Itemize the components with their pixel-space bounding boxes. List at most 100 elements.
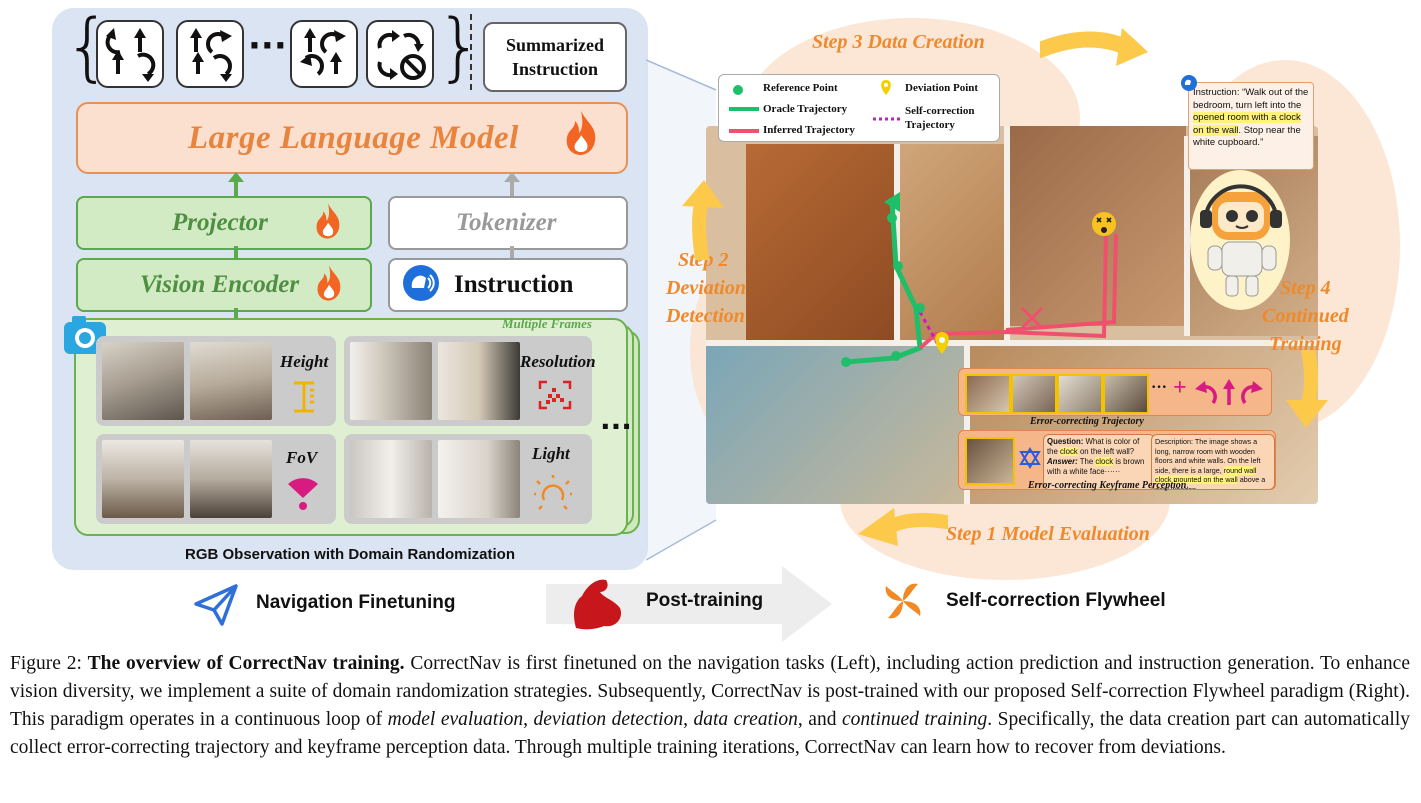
frame-card-resolution: Resolution <box>344 336 596 426</box>
separator-dashed <box>470 14 472 90</box>
muscle-arm-icon <box>574 579 622 630</box>
llm-box: Large Language Model <box>76 102 628 174</box>
frame-thumbnail <box>102 440 184 518</box>
description-text: Description: The image shows a long, nar… <box>1155 437 1261 475</box>
step4-line1: Step 4 <box>1280 277 1331 299</box>
connector-line <box>510 246 514 258</box>
resolution-icon <box>538 380 572 410</box>
answer-text: is brown with a white face······ <box>1047 457 1145 476</box>
step3-label: Step 3 Data Creation <box>812 31 985 53</box>
navigation-finetuning-label: Navigation Finetuning <box>256 592 456 613</box>
answer-highlight: clock <box>1095 457 1114 466</box>
step4-label: Step 4 Continued Training <box>1262 274 1349 358</box>
flywheel-label: Self-correction Flywheel <box>946 590 1166 611</box>
turn-arrows-icon <box>105 28 156 82</box>
step-arrow-icon <box>1040 28 1148 66</box>
post-training-arrow <box>546 566 832 642</box>
summarized-instruction-box: Summarized Instruction <box>483 22 627 92</box>
error-trajectory-strip: ··· + <box>958 368 1272 416</box>
step2-label: Step 2 Deviation Detection <box>666 246 746 330</box>
legend-deviation-point: Deviation Point <box>905 82 979 94</box>
deviation-point-marker <box>935 332 949 354</box>
inferred-line-icon <box>729 129 759 133</box>
description-bubble: Description: The image shows a long, nar… <box>1151 434 1275 490</box>
projector-label: Projector <box>172 209 268 236</box>
frame-thumbnail <box>350 440 432 518</box>
figure-caption: Figure 2: The overview of CorrectNav tra… <box>10 650 1410 762</box>
turn-arrows-icon <box>300 28 346 76</box>
caption-text: , and <box>797 709 842 730</box>
keyframe-thumb <box>1103 374 1149 414</box>
frame-thumbnail <box>190 440 272 518</box>
caption-figure-label: Figure 2: <box>10 653 88 674</box>
oracle-trajectory <box>845 201 923 365</box>
step2-line3: Detection <box>666 305 745 327</box>
paper-plane-icon <box>194 584 238 626</box>
frame-card-fov: FoV <box>96 434 336 524</box>
projector-box: Projector <box>76 196 372 250</box>
zoom-connector <box>646 59 717 561</box>
frame-thumbnail <box>438 342 520 420</box>
legend-self-correction-1: Self-correction <box>905 105 975 117</box>
speaker-icon <box>402 264 440 307</box>
legend-oracle-trajectory: Oracle Trajectory <box>763 103 848 115</box>
connector-line <box>234 246 238 258</box>
frame-card-light: Light <box>344 434 592 524</box>
description-text: above a dark wooden······ <box>1155 475 1266 490</box>
frame-thumbnail <box>350 342 432 420</box>
caption-italic: continued training <box>841 709 988 730</box>
arrow-up-icon <box>228 172 244 196</box>
action-icon-group <box>366 20 434 88</box>
tokenizer-box: Tokenizer <box>388 196 628 250</box>
height-icon <box>294 381 314 413</box>
fire-icon <box>313 263 345 308</box>
instruction-box: Instruction <box>388 258 628 312</box>
fire-icon <box>561 109 601 167</box>
step1-label: Step 1 Model Evaluation <box>946 523 1150 545</box>
caption-title: The overview of CorrectNav training. <box>87 653 405 674</box>
error-trajectory-label: Error-correcting Trajectory <box>1030 416 1144 427</box>
caption-italic: deviation detection <box>533 709 684 730</box>
step4-line3: Training <box>1269 333 1342 355</box>
robot-icon <box>1200 184 1282 297</box>
keyframe-perception-strip: Question: What is color of the clock on … <box>958 430 1276 490</box>
instruction-text-prefix: Instruction: “Walk out of the bedroom, t… <box>1193 87 1309 111</box>
legend-self-correction-2: Trajectory <box>905 119 955 131</box>
keyframe-thumb <box>1057 374 1103 414</box>
fov-icon <box>288 478 318 510</box>
oracle-line-icon <box>729 107 759 111</box>
caption-text: CorrectNav is first finetuned on the nav… <box>10 653 1410 730</box>
right-brace: } <box>436 4 484 90</box>
vision-encoder-label: Vision Encoder <box>140 271 300 298</box>
flywheel-icon <box>885 583 921 619</box>
trajectories-overlay <box>841 192 1118 367</box>
inferred-trajectory <box>918 235 1108 350</box>
question-text: on the left wall? <box>1077 447 1135 456</box>
summarized-instruction-label: Summarized Instruction <box>506 35 604 79</box>
question-text: What is color of the <box>1047 437 1140 456</box>
randomization-label: FoV <box>286 448 318 467</box>
light-icon <box>534 475 572 510</box>
vision-encoder-box: Vision Encoder <box>76 258 372 312</box>
post-training-label: Post-training <box>646 590 764 611</box>
wall <box>1184 136 1190 336</box>
instruction-label: Instruction <box>454 271 574 298</box>
frame-thumbnail <box>438 440 520 518</box>
fire-icon <box>312 201 344 246</box>
step-arrow-icon <box>682 180 724 260</box>
caption-text: . Specifically, the data creation part c… <box>10 709 1410 758</box>
speaker-icon <box>1181 75 1197 91</box>
actions-ellipsis: ··· <box>248 26 287 66</box>
qa-bubble: Question: What is color of the clock on … <box>1043 434 1155 490</box>
tokenizer-label: Tokenizer <box>456 209 557 236</box>
wall <box>706 340 1318 346</box>
question-label: Question: <box>1047 437 1084 446</box>
reference-points <box>841 213 925 367</box>
legend-reference-point: Reference Point <box>763 82 838 94</box>
wall <box>964 346 970 504</box>
caption-italic: model evaluation <box>387 709 524 730</box>
rgb-caption: RGB Observation with Domain Randomizatio… <box>184 546 516 563</box>
randomization-label: Resolution <box>520 352 596 371</box>
arrow-up-icon <box>504 172 520 196</box>
randomization-label: Light <box>532 444 570 463</box>
